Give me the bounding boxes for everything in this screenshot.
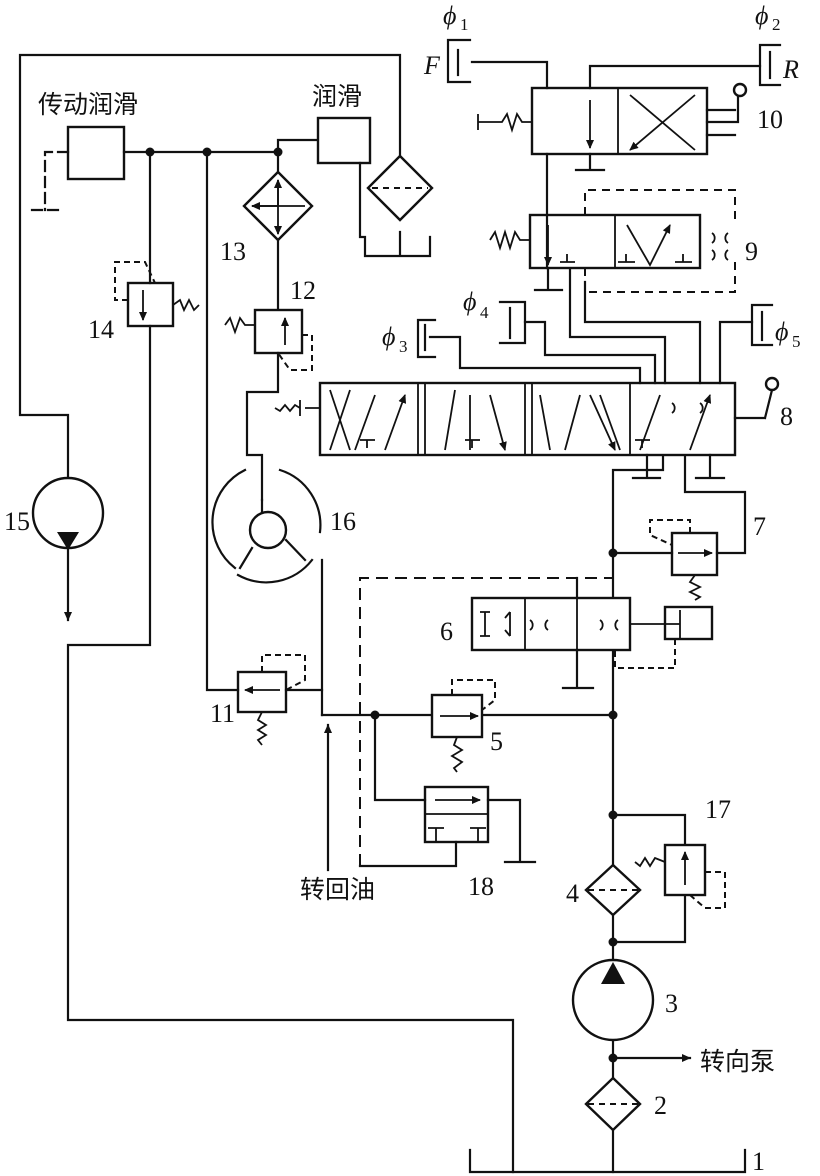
num-10: 10	[757, 105, 783, 134]
num-7: 7	[753, 512, 766, 541]
num-16: 16	[330, 507, 356, 536]
port-reverse-label: R	[782, 55, 799, 84]
num-17: 17	[705, 795, 731, 824]
port-reverse	[758, 43, 782, 87]
valve-14	[66, 150, 515, 1174]
filter-2	[584, 1076, 642, 1132]
main-pump-3	[571, 958, 655, 1042]
label-lube: 润滑	[312, 82, 362, 111]
num-18: 18	[468, 872, 494, 901]
valve-8-port-lines	[428, 266, 754, 385]
num-11: 11	[210, 699, 235, 728]
tank-1	[468, 1148, 747, 1174]
num-8: 8	[780, 402, 793, 431]
port-forward-label: F	[423, 51, 441, 80]
label-steer-return: 转回油	[300, 875, 375, 904]
valve-11	[205, 150, 324, 746]
port-phi4-subscript: 4	[480, 303, 489, 322]
valve-7	[611, 453, 747, 601]
port-phi3-subscript: 3	[399, 337, 408, 356]
num-15: 15	[4, 507, 30, 536]
valve-10	[470, 60, 762, 270]
num-13: 13	[220, 237, 246, 266]
port-phi3	[416, 318, 437, 359]
num-4: 4	[566, 879, 579, 908]
cooler-13	[242, 150, 314, 312]
port-phi3-symbol: ϕ	[382, 322, 395, 351]
valve-12	[224, 308, 313, 502]
filter-4	[584, 863, 642, 917]
valve-9	[489, 189, 736, 293]
port-phi1-symbol: ϕ	[443, 1, 456, 30]
num-14: 14	[88, 315, 114, 344]
label-steer-pump: 转向泵	[700, 1047, 775, 1076]
port-phi5-subscript: 5	[792, 332, 801, 351]
num-12: 12	[290, 276, 316, 305]
port-forward	[446, 38, 472, 84]
num-3: 3	[665, 989, 678, 1018]
control-valve-8	[274, 376, 780, 480]
port-phi5-symbol: ϕ	[775, 317, 788, 346]
port-phi2-subscript: 2	[772, 15, 781, 34]
pilot-line	[359, 577, 613, 866]
num-2: 2	[654, 1091, 667, 1120]
num-1: 1	[752, 1147, 765, 1176]
port-phi1-subscript: 1	[460, 15, 469, 34]
num-9: 9	[745, 237, 758, 266]
num-5: 5	[490, 727, 503, 756]
lube-system	[18, 53, 434, 480]
lube-pump-15	[31, 476, 105, 622]
torque-converter-16	[211, 468, 324, 717]
num-6: 6	[440, 617, 453, 646]
bypass-valve-17	[611, 813, 726, 944]
valve-6	[470, 576, 714, 690]
port-phi2-symbol: ϕ	[755, 1, 768, 30]
pressure-valve-5	[320, 679, 615, 773]
port-phi4	[498, 300, 527, 345]
valve-18	[358, 713, 537, 868]
label-transmission-lube: 传动润滑	[38, 90, 138, 119]
port-phi4-symbol: ϕ	[463, 287, 476, 316]
port-phi5	[750, 303, 774, 347]
